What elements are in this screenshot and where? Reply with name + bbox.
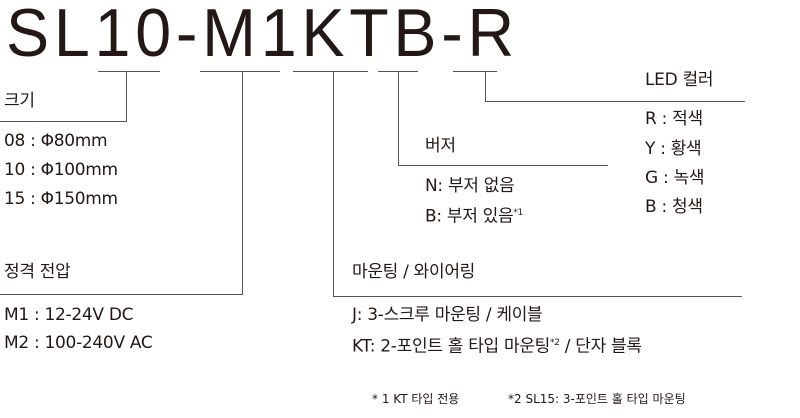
size-option: 08 : Φ80mm: [4, 131, 108, 151]
size-connector: [126, 71, 127, 121]
led-divider: [485, 101, 745, 102]
buzzer-option-text: B: 부저 있음: [425, 206, 514, 227]
voltage-label: 정격 전압: [4, 262, 71, 282]
buzzer-option: B: 부저 있음*1: [425, 203, 523, 227]
buzzer-option: N: 부저 없음: [425, 176, 515, 196]
voltage-divider: [0, 294, 243, 295]
mounting-option-text: KT: 2-포인트 홀 타입 마운팅: [352, 336, 550, 357]
led-connector: [485, 71, 486, 101]
mounting-option-text: / 단자 블록: [559, 336, 642, 357]
led-option: G : 녹색: [645, 168, 705, 188]
footnote-mark: *1: [513, 208, 523, 218]
voltage-underline: [200, 71, 280, 72]
voltage-option: M1 : 12-24V DC: [4, 305, 134, 325]
mounting-divider: [333, 296, 742, 297]
footnote-2: *2 SL15: 3-포인트 홀 타입 마운팅: [508, 392, 686, 406]
led-option: R : 적색: [645, 109, 703, 129]
mounting-option: J: 3-스크루 마운팅 / 케이블: [352, 305, 543, 325]
buzzer-connector: [398, 71, 399, 165]
model-code: SL10-M1KTB-R: [6, 0, 519, 71]
buzzer-divider: [398, 165, 608, 166]
led-option: Y : 황색: [645, 139, 702, 159]
footnote-1: * 1 KT 타입 전용: [372, 392, 460, 406]
size-divider: [0, 121, 127, 122]
size-underline: [98, 71, 160, 72]
led-underline: [453, 71, 497, 72]
mounting-option: KT: 2-포인트 홀 타입 마운팅*2 / 단자 블록: [352, 333, 642, 357]
size-option: 15 : Φ150mm: [4, 189, 118, 209]
led-label: LED 컬러: [645, 70, 714, 90]
mounting-connector: [333, 71, 334, 296]
voltage-option: M2 : 100-240V AC: [4, 333, 153, 353]
footnote-mark: *2: [550, 338, 560, 348]
voltage-connector: [242, 71, 243, 294]
led-option: B : 청색: [645, 197, 703, 217]
size-label: 크기: [4, 91, 35, 111]
mounting-underline: [293, 71, 368, 72]
buzzer-label: 버저: [425, 136, 456, 156]
size-option: 10 : Φ100mm: [4, 160, 118, 180]
mounting-label: 마운팅 / 와이어링: [352, 262, 476, 282]
